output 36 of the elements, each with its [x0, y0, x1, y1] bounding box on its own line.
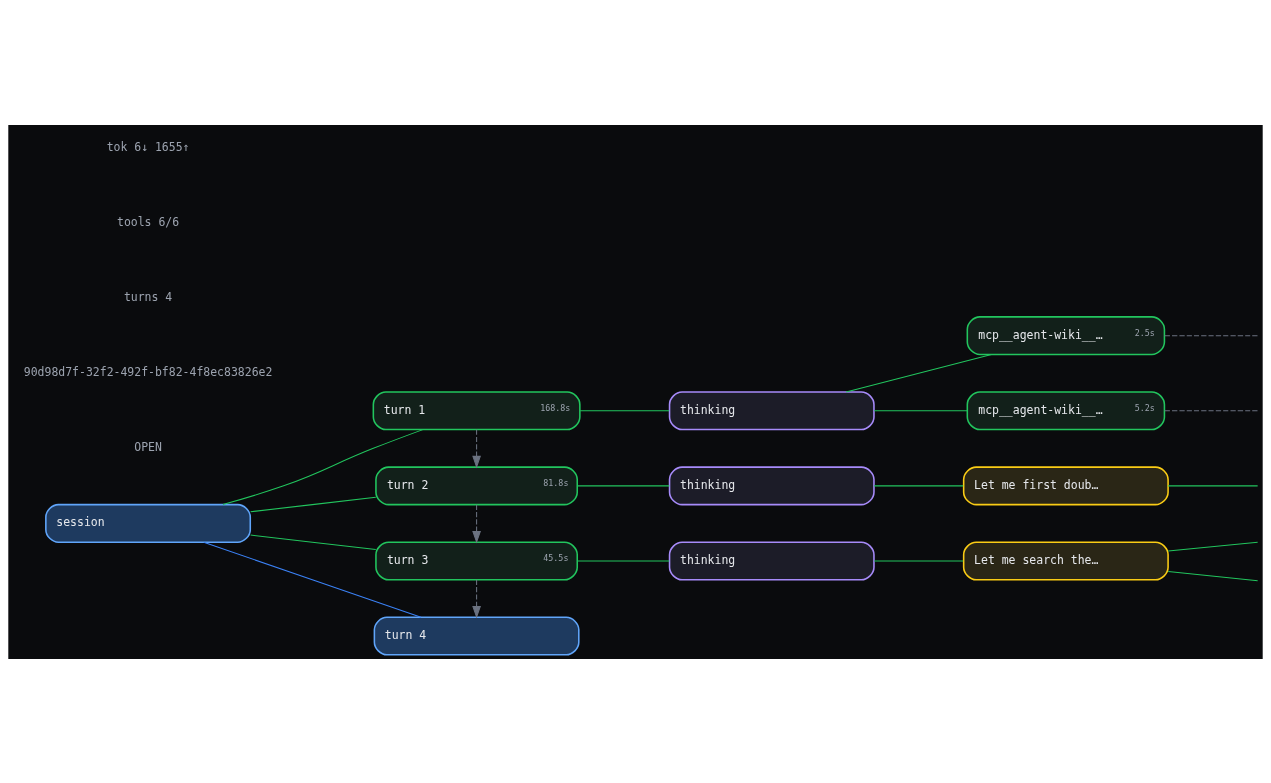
connector — [1164, 409, 1259, 411]
connector — [873, 484, 964, 486]
node-box: turn 1 168.8s — [372, 390, 581, 430]
label: OPEN — [134, 439, 162, 454]
connector — [250, 496, 377, 512]
connector — [873, 559, 964, 561]
label: turns 4 — [123, 289, 173, 304]
node-box: Let me first doub… — [962, 465, 1169, 505]
connector — [576, 559, 670, 561]
connector — [576, 484, 670, 486]
connector — [222, 428, 424, 505]
node-box: turn 3 45.5s — [375, 540, 578, 580]
connector — [1167, 541, 1259, 551]
connector — [1167, 484, 1259, 486]
node-box: thinking — [668, 540, 875, 580]
node-box: session — [45, 503, 252, 543]
node-box: thinking — [668, 465, 875, 505]
arrow — [472, 428, 481, 468]
connector — [250, 534, 377, 550]
connector — [845, 353, 992, 392]
node-box: mcp__agent-wiki__… 5.2s — [966, 390, 1166, 430]
arrow — [472, 578, 481, 619]
node-box: thinking — [668, 390, 875, 430]
arrow — [472, 503, 481, 543]
connector — [873, 409, 968, 411]
connector — [1167, 570, 1259, 581]
node-box: turn 2 81.8s — [375, 465, 578, 505]
label: tools 6/6 — [116, 214, 180, 229]
node-box: mcp__agent-wiki__… 2.5s — [966, 315, 1166, 355]
label: tok 6↓ 1655↑ — [106, 139, 190, 154]
connector — [1164, 334, 1259, 336]
node-box: Let me search the… — [962, 540, 1169, 580]
connector — [203, 541, 422, 618]
node-box: turn 4 — [373, 616, 580, 656]
label: 90d98d7f-32f2-492f-bf82-4f8ec83826e2 — [23, 364, 273, 379]
connector — [579, 409, 670, 411]
